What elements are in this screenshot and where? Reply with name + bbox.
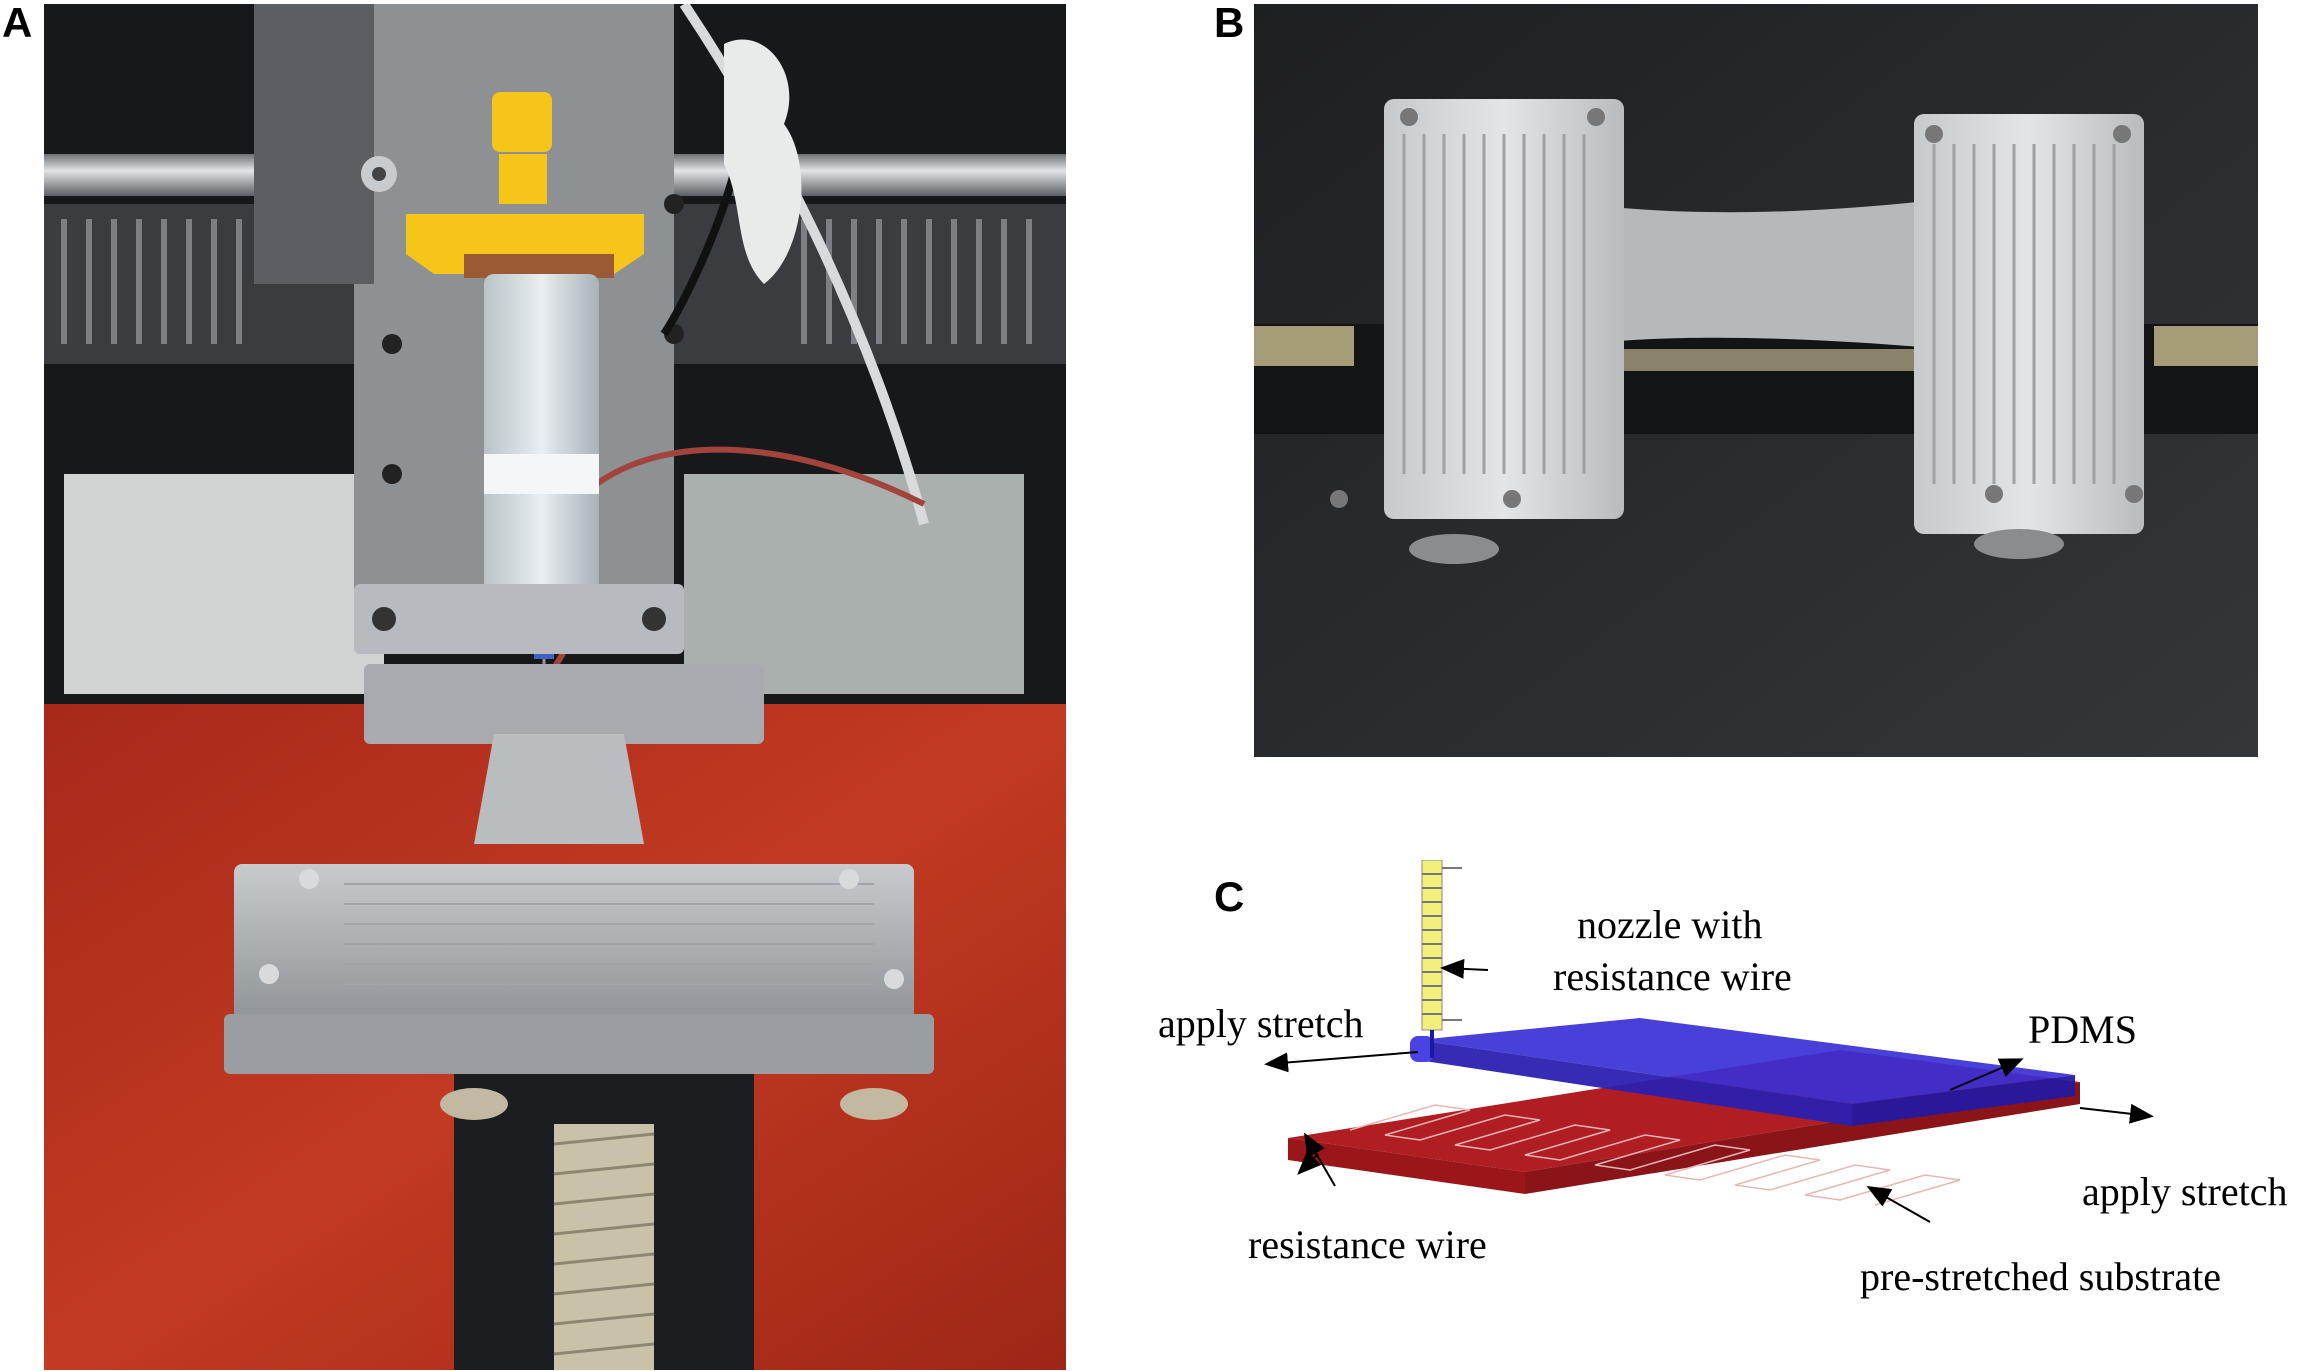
panel-label-b: B [1214, 0, 1245, 46]
printing-schematic: nozzle with resistance wire PDMS apply s… [1140, 860, 2307, 1371]
nozzle-with-resistance-wire [1421, 860, 1462, 1058]
label-resistance-wire: resistance wire [1248, 1222, 1487, 1267]
label-apply-stretch-right: apply stretch [2082, 1169, 2288, 1214]
panel-label-a: A [2, 0, 33, 46]
photo-stretching-stage [1254, 4, 2258, 757]
label-pre-stretched-substrate: pre-stretched substrate [1860, 1254, 2221, 1299]
panel-label-c: C [1214, 873, 1245, 920]
photo-printer-setup [44, 4, 1066, 1370]
pdms-layer [1410, 1018, 2075, 1126]
label-pdms: PDMS [2028, 1007, 2137, 1052]
label-nozzle-line1: nozzle with [1577, 902, 1763, 947]
label-nozzle-line2: resistance wire [1553, 954, 1792, 999]
label-apply-stretch-left: apply stretch [1158, 1001, 1364, 1046]
